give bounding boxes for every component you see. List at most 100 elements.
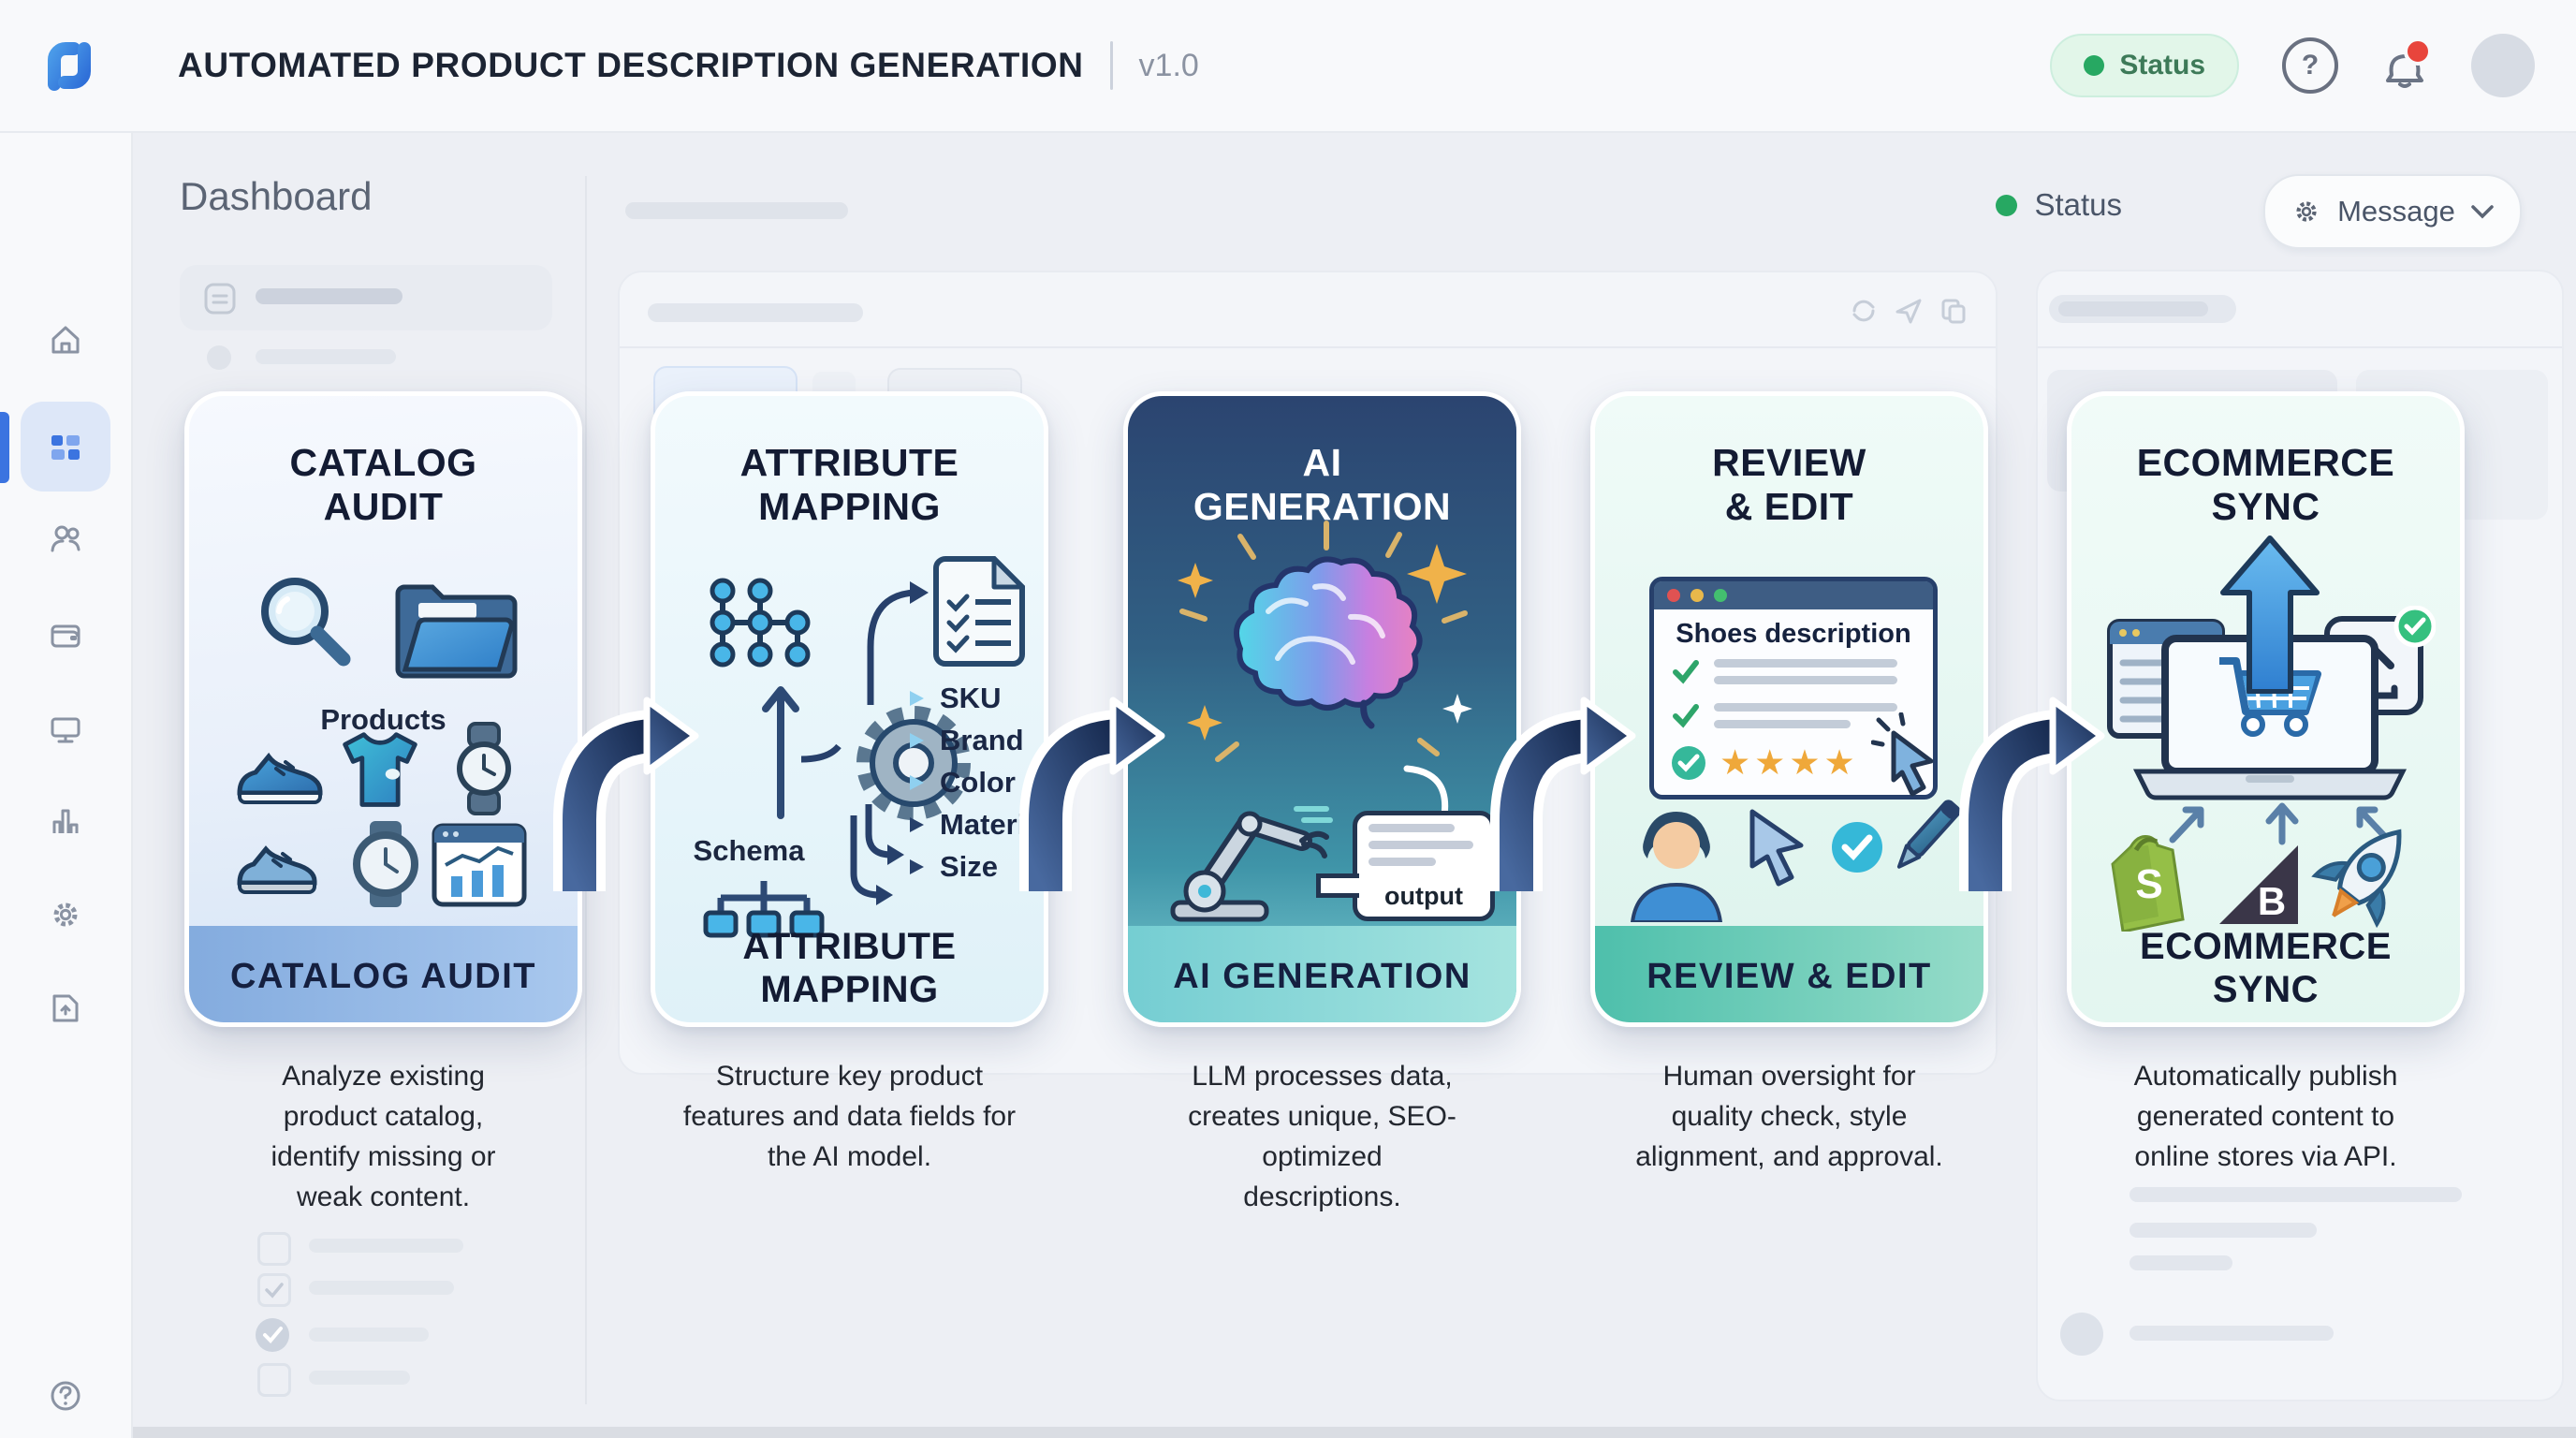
document-icon bbox=[204, 283, 236, 315]
schema-hierarchy-icon bbox=[703, 881, 825, 938]
chevron-bullet-icon bbox=[910, 732, 924, 748]
products-label: Products bbox=[320, 703, 446, 736]
sidebar-item-dashboard[interactable] bbox=[21, 402, 110, 492]
bigcommerce-logo-icon: B bbox=[2219, 845, 2298, 924]
folder-icon bbox=[395, 584, 518, 679]
skeleton-bar bbox=[625, 202, 848, 219]
card-title: REVIEW & EDIT bbox=[1712, 441, 1866, 528]
workflow-card-review-edit: REVIEW & EDIT Shoes description bbox=[1590, 391, 1988, 1027]
help-icon[interactable] bbox=[47, 1377, 84, 1415]
panel-divider bbox=[2038, 346, 2562, 348]
send-icon[interactable] bbox=[1893, 295, 1925, 327]
arrow-up-icon bbox=[2265, 802, 2299, 845]
notifications-bell-icon[interactable] bbox=[2381, 37, 2432, 90]
attribute-item: Size bbox=[906, 845, 1044, 888]
monitor-icon[interactable] bbox=[47, 711, 84, 748]
skeleton-avatar bbox=[2060, 1313, 2103, 1356]
checkbox-checked bbox=[257, 1273, 291, 1307]
refresh-icon[interactable] bbox=[1848, 295, 1880, 327]
chevron-bullet-icon bbox=[910, 690, 924, 706]
copy-icon[interactable] bbox=[1938, 295, 1969, 327]
pen-icon bbox=[1896, 800, 1961, 869]
skeleton-bar bbox=[309, 1281, 454, 1295]
content-status-indicator: Status bbox=[1996, 187, 2122, 223]
checkbox-unchecked bbox=[257, 1363, 291, 1397]
bigcommerce-letter: B bbox=[2258, 879, 2286, 923]
app-logo-icon[interactable] bbox=[34, 30, 105, 101]
card-title: ATTRIBUTE MAPPING bbox=[739, 441, 959, 528]
skeleton-dot bbox=[207, 345, 231, 370]
magnifier-icon bbox=[261, 578, 351, 667]
brain-shape bbox=[1234, 556, 1423, 711]
attribute-label: Brand bbox=[940, 723, 1024, 756]
watch-icon bbox=[353, 821, 418, 907]
checkbox-unchecked bbox=[257, 1232, 291, 1266]
shopify-logo-icon: S bbox=[2111, 835, 2185, 932]
flow-arrow-icon bbox=[553, 697, 699, 891]
checklist-document-icon bbox=[933, 556, 1025, 667]
gear-icon bbox=[2296, 201, 2317, 222]
check-icon bbox=[1673, 660, 1699, 684]
dashboard-grid-icon[interactable] bbox=[45, 428, 86, 469]
step-description: Automatically publish generated content … bbox=[2133, 1061, 2398, 1172]
output-speech-bubble: output bbox=[1316, 811, 1495, 921]
skeleton-bar bbox=[309, 1239, 463, 1253]
step-description: Analyze existing product catalog, identi… bbox=[271, 1061, 496, 1212]
brain-folds bbox=[1266, 583, 1385, 665]
check-circle-icon bbox=[256, 1318, 289, 1352]
card-footer-band: AI GENERATION bbox=[1128, 926, 1516, 1022]
help-icon[interactable]: ? bbox=[2282, 37, 2338, 94]
attribute-label: Color bbox=[940, 765, 1016, 799]
analytics-window-icon bbox=[432, 823, 527, 907]
message-button-label: Message bbox=[2337, 195, 2455, 227]
skeleton-bar bbox=[256, 349, 396, 364]
file-upload-icon[interactable] bbox=[47, 990, 84, 1027]
card-footer-band: CATALOG AUDIT bbox=[189, 926, 578, 1022]
brain-stem bbox=[1360, 699, 1375, 729]
window-minimize-dot bbox=[1690, 589, 1704, 602]
bottom-edge-strip bbox=[0, 1427, 2576, 1438]
skeleton-bar bbox=[2130, 1326, 2334, 1341]
robot-arm-icon bbox=[1170, 806, 1333, 922]
status-pill[interactable]: Status bbox=[2050, 34, 2239, 97]
gear-icon bbox=[856, 706, 971, 820]
message-dropdown-button[interactable]: Message bbox=[2263, 174, 2522, 249]
arrow-bullet-icon bbox=[910, 858, 924, 874]
ai-brain-illustration bbox=[1178, 521, 1472, 762]
arrow-up-right-icon bbox=[2169, 806, 2204, 844]
skeleton-bar bbox=[256, 288, 402, 304]
bar-chart-icon[interactable] bbox=[47, 802, 84, 840]
users-icon[interactable] bbox=[47, 520, 84, 557]
step-description: LLM processes data, creates unique, SEO-… bbox=[1188, 1061, 1456, 1212]
chevron-bullet-icon bbox=[910, 774, 924, 790]
card-footer-band: REVIEW & EDIT bbox=[1595, 926, 1983, 1022]
text-line bbox=[1368, 841, 1473, 849]
output-label: output bbox=[1384, 882, 1463, 910]
check-circle-icon bbox=[1832, 822, 1882, 873]
card-footer-label: ECOMMERCE SYNC bbox=[2140, 926, 2392, 1010]
home-icon[interactable] bbox=[47, 321, 84, 359]
arrow-up-icon bbox=[762, 686, 799, 819]
skeleton-bar bbox=[2130, 1223, 2317, 1238]
arrow-bullet-icon bbox=[910, 816, 924, 832]
panel-divider bbox=[620, 346, 1996, 348]
window-titlebar bbox=[1654, 581, 1933, 609]
app-title: AUTOMATED PRODUCT DESCRIPTION GENERATION bbox=[178, 46, 1084, 84]
skeleton-bar bbox=[2130, 1187, 2462, 1202]
workflow-card-catalog-audit: CATALOG AUDIT Products bbox=[184, 391, 582, 1027]
skeleton-bar bbox=[648, 303, 863, 322]
cursor-icon bbox=[1871, 712, 1934, 797]
settings-gear-icon[interactable] bbox=[47, 896, 84, 933]
text-line bbox=[1368, 824, 1455, 832]
check-circle-icon bbox=[1672, 745, 1705, 780]
card-title: CATALOG AUDIT bbox=[289, 441, 477, 528]
speech-bubble-tail bbox=[1316, 873, 1359, 898]
sidebar-active-indicator bbox=[0, 412, 9, 483]
description-title: Shoes description bbox=[1676, 619, 1911, 649]
step-description: Structure key product features and data … bbox=[682, 1061, 1017, 1172]
flow-arrow-icon bbox=[1019, 697, 1165, 891]
attribute-item: Color bbox=[906, 761, 1044, 803]
help-glyph: ? bbox=[2301, 50, 2320, 81]
wallet-icon[interactable] bbox=[47, 617, 84, 654]
user-avatar[interactable] bbox=[2471, 34, 2535, 97]
